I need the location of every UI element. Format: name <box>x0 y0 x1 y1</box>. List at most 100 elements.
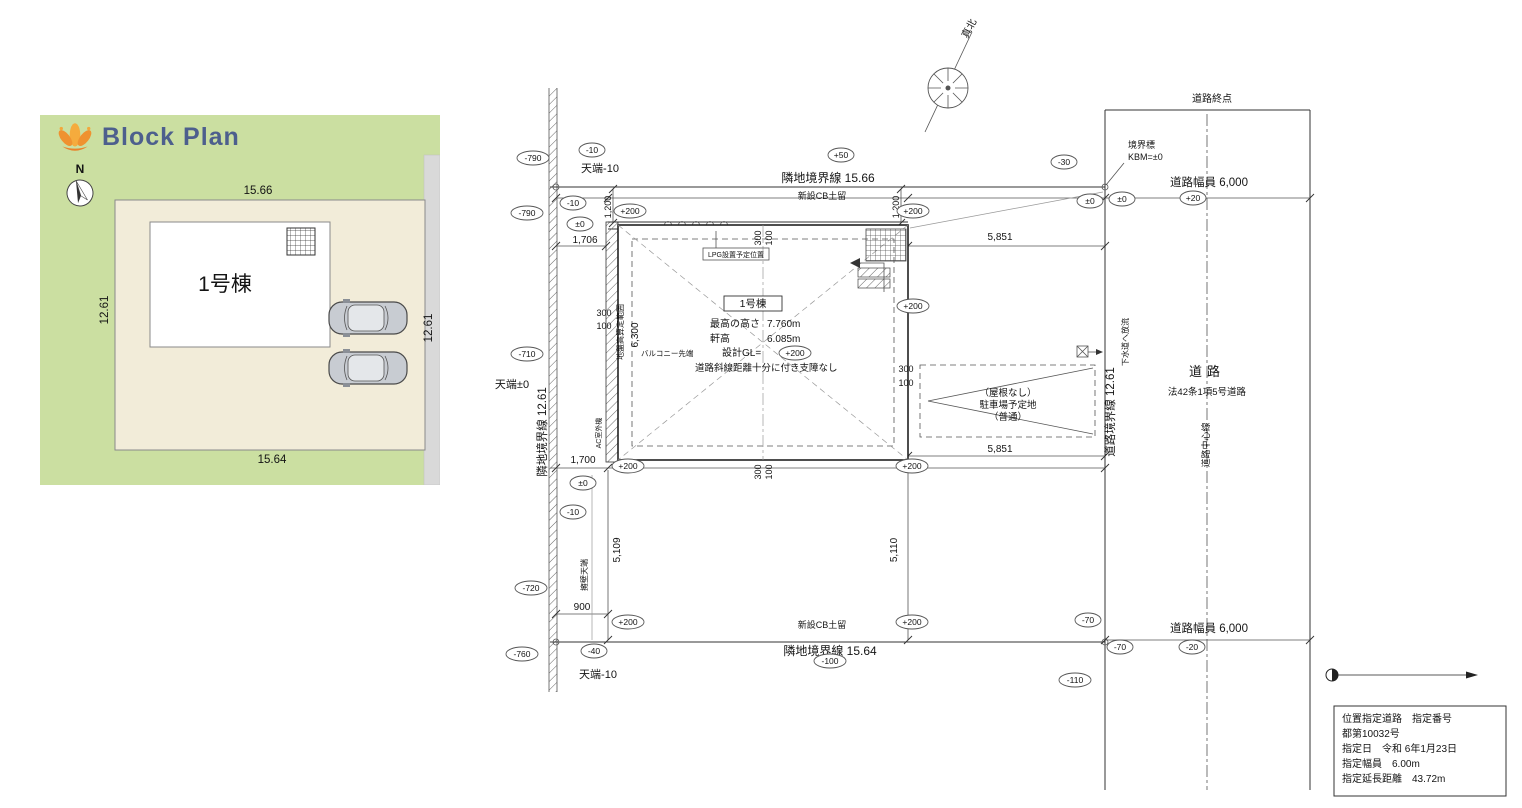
svg-text:+200: +200 <box>903 206 922 216</box>
elevation-marker: -30 <box>1050 154 1078 170</box>
lotus-logo-icon <box>58 123 92 151</box>
parking-line-2: 駐車場予定地 <box>979 399 1037 411</box>
elevation-markers: -10 +50 -30 -790 -790 -10 ±0 +200 +200 ±0 ±0 +20 +20… <box>505 142 1207 688</box>
road-slope-note: 道路斜線距離十分に付き支障なし <box>695 362 838 374</box>
max-height-value: 7.760m <box>767 319 800 330</box>
elevation-marker: -70 <box>1106 639 1134 655</box>
dim-5851-bottom: 5,851 <box>987 444 1012 455</box>
elevation-marker: +200 <box>896 298 930 314</box>
elevation-marker: -20 <box>1178 639 1206 655</box>
block-plan-card: Block Plan N <box>40 115 440 485</box>
dim-100-right: 100 <box>898 378 913 388</box>
elevation-marker: +20 <box>1179 190 1207 206</box>
svg-text:+200: +200 <box>902 617 921 627</box>
building-no-box <box>723 295 783 312</box>
elevation-marker: +200 <box>611 614 645 630</box>
road-label: 道路 <box>1189 364 1225 379</box>
plan-labels: 真北 道路終点 境界標 KBM=±0 道路幅員 6,000 道路幅員 6,000… <box>495 16 1248 681</box>
tenba-bottom-label: 天端-10 <box>579 668 617 681</box>
lpg-label-box <box>702 247 770 261</box>
svg-text:-10: -10 <box>567 198 580 208</box>
elevation-marker: ±0 <box>1108 191 1136 207</box>
lpg-label: LPG設置予定位置 <box>708 250 764 259</box>
svg-text:+200: +200 <box>618 461 637 471</box>
svg-text:+20: +20 <box>1186 193 1201 203</box>
building <box>605 221 909 463</box>
svg-text:+50: +50 <box>834 150 849 160</box>
balcony-label: バルコニー先端 <box>641 348 694 358</box>
dim-5109: 5,109 <box>612 537 623 562</box>
elevation-marker: -70 <box>1074 612 1102 628</box>
info-line-3: 指定日 令和 6年1月23日 <box>1342 742 1457 755</box>
elevation-marker: -100 <box>813 653 847 669</box>
elevation-marker: -40 <box>580 643 608 659</box>
site-plan-drawing: 位置指定道路 指定番号 都第10032号 指定日 令和 6年1月23日 指定幅員… <box>495 16 1507 797</box>
svg-text:+200: +200 <box>618 617 637 627</box>
dim-900: 900 <box>574 602 591 613</box>
tenba-top-label: 天端-10 <box>581 162 619 175</box>
north-arrow: N <box>66 162 94 207</box>
svg-text:-20: -20 <box>1186 642 1199 652</box>
svg-text:+200: +200 <box>785 348 804 358</box>
svg-text:-10: -10 <box>586 145 599 155</box>
road-designation-info-box: 位置指定道路 指定番号 都第10032号 指定日 令和 6年1月23日 指定幅員… <box>1333 705 1507 797</box>
car-1 <box>328 298 408 338</box>
tenba-left-label: 天端±0 <box>495 378 529 391</box>
cb-top-label: 新設CB土留 <box>798 190 847 201</box>
eave-height-label: 軒高 <box>710 332 730 345</box>
eave-height-value: 6.085m <box>767 334 800 345</box>
ac-unit-label: AC室外機 <box>594 418 603 449</box>
boundary-top-label: 隣地境界線 15.66 <box>781 170 875 185</box>
svg-text:-710: -710 <box>518 349 535 359</box>
kbm-label: KBM=±0 <box>1128 152 1163 162</box>
info-line-1: 位置指定道路 指定番号 <box>1342 712 1452 725</box>
elevation-marker: -10 <box>559 195 587 211</box>
sewer-outlet <box>1076 345 1103 358</box>
dim-100-top: 100 <box>764 230 774 245</box>
elevation-marker: -10 <box>559 504 587 520</box>
elevation-marker: -790 <box>510 205 544 221</box>
ground-range-label: 地盤高算定範囲 <box>615 304 625 360</box>
dim-5110: 5,110 <box>889 537 900 562</box>
elevation-marker: +200 <box>613 203 647 219</box>
max-height-label: 最高の高さ <box>710 317 760 330</box>
dim-6300: 6,300 <box>630 322 641 347</box>
svg-text:±0: ±0 <box>1117 194 1127 204</box>
true-north-label: 真北 <box>958 16 979 40</box>
svg-text:-40: -40 <box>588 646 601 656</box>
dim-bottom: 15.64 <box>258 454 287 466</box>
svg-text:+200: +200 <box>620 206 639 216</box>
svg-text:-70: -70 <box>1114 642 1127 652</box>
elevation-marker: -790 <box>516 150 550 166</box>
elevation-marker: +50 <box>827 147 855 163</box>
svg-text:-790: -790 <box>518 208 535 218</box>
elevation-marker: -720 <box>514 580 548 596</box>
svg-text:-70: -70 <box>1082 615 1095 625</box>
svg-text:-760: -760 <box>513 649 530 659</box>
elevation-marker: +200 <box>895 614 929 630</box>
svg-text:-720: -720 <box>522 583 539 593</box>
road-end-label: 道路終点 <box>1192 92 1232 105</box>
building-no-label: 1号棟 <box>740 297 767 310</box>
boundary-lines <box>548 88 1315 692</box>
sewer-label: 下水道へ放流 <box>1120 318 1130 366</box>
dim-1200-left: 1,200 <box>603 196 613 219</box>
elevation-marker: +200 <box>611 458 645 474</box>
dim-top: 15.66 <box>244 185 273 197</box>
elevation-marker: -760 <box>505 646 539 662</box>
road-centerline-label: 道路中心線 <box>1200 422 1211 467</box>
elevation-marker: +200 <box>896 203 930 219</box>
car-2 <box>328 348 408 388</box>
svg-text:±0: ±0 <box>575 219 585 229</box>
info-line-5: 指定延長距離 43.72m <box>1342 772 1445 785</box>
road-law-label: 法42条1項5号道路 <box>1168 386 1247 398</box>
elevation-marker: ±0 <box>1076 193 1104 209</box>
dim-100-bottom: 100 <box>764 464 774 479</box>
dim-1700: 1,700 <box>570 455 595 466</box>
svg-text:+200: +200 <box>903 301 922 311</box>
dim-1706: 1,706 <box>572 235 597 246</box>
info-line-2: 都第10032号 <box>1342 727 1400 740</box>
elevation-marker: +200 <box>778 345 812 361</box>
dim-300-top: 300 <box>753 230 763 245</box>
